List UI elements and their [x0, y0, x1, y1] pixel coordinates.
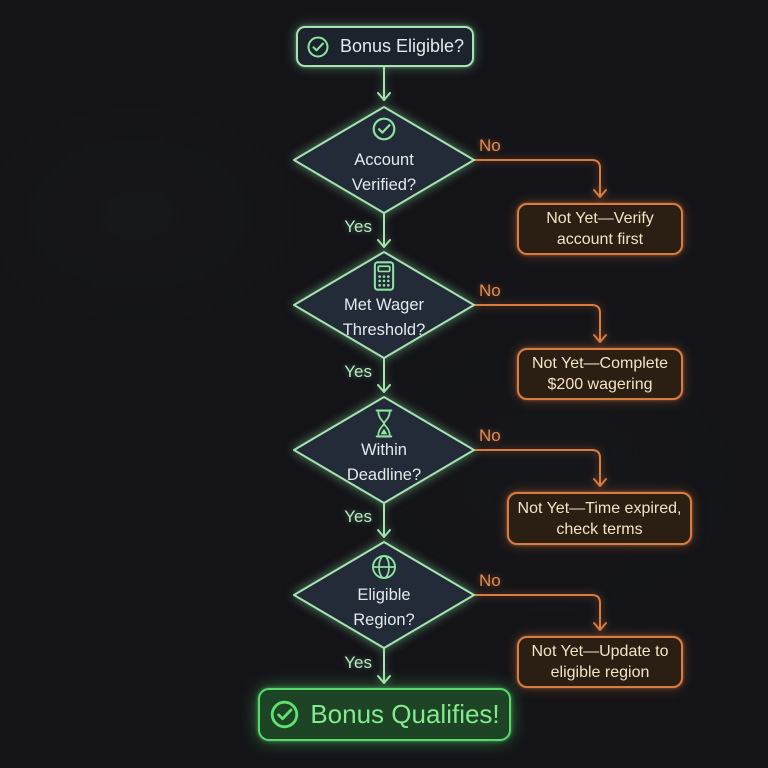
- end-node-label: Bonus Qualifies!: [310, 699, 500, 729]
- no-connector-2: [473, 304, 607, 343]
- question-line: Met Wager: [343, 296, 425, 314]
- no-branch-label-1: No: [479, 136, 501, 155]
- yes-branch-label-4: Yes: [344, 653, 372, 672]
- outcome-box-verify-account: Not Yet—Verify account first: [517, 203, 683, 255]
- decision-diamond-met-wager-threshold: [293, 251, 475, 359]
- calculator-icon: [370, 260, 398, 292]
- outcome-box-update-region: Not Yet—Update to eligible region: [517, 636, 683, 688]
- outcome-line: $200 wagering: [547, 376, 653, 393]
- decision-question-within-deadline: Within Deadline?: [299, 438, 469, 488]
- yes-branch-label-3: Yes: [344, 507, 372, 526]
- decision-question-met-wager-threshold: Met Wager Threshold?: [299, 293, 469, 343]
- no-branch-label-4: No: [479, 571, 501, 590]
- outcome-box-complete-wagering: Not Yet—Complete $200 wagering: [517, 348, 683, 400]
- check-circle-icon: [307, 36, 329, 57]
- question-line: Eligible: [357, 586, 411, 604]
- start-node: Bonus Eligible?: [296, 26, 474, 67]
- check-circle-icon: [371, 116, 397, 142]
- no-branch-label-3: No: [479, 426, 501, 445]
- no-connector-4: [473, 594, 607, 631]
- decision-question-eligible-region: Eligible Region?: [299, 583, 469, 633]
- question-line: Account: [354, 151, 414, 169]
- outcome-line: Not Yet—Time expired,: [517, 499, 682, 517]
- outcome-box-time-expired: Not Yet—Time expired, check terms: [507, 492, 692, 545]
- question-line: Region?: [353, 611, 415, 629]
- outcome-line: Not Yet—Update to: [531, 643, 669, 660]
- decision-diamond-account-verified: [293, 106, 475, 214]
- end-node: Bonus Qualifies!: [258, 688, 511, 741]
- yes-branch-label-1: Yes: [344, 217, 372, 236]
- decision-diamond-within-deadline: [293, 396, 475, 504]
- decision-question-account-verified: Account Verified?: [299, 148, 469, 198]
- question-line: Within: [361, 441, 407, 459]
- no-branch-label-2: No: [479, 281, 501, 300]
- yes-branch-label-2: Yes: [344, 362, 372, 381]
- question-line: Deadline?: [346, 466, 422, 484]
- no-connector-1: [473, 159, 607, 198]
- outcome-line: account first: [556, 231, 644, 248]
- check-circle-icon: [271, 700, 299, 729]
- question-line: Verified?: [351, 176, 417, 194]
- no-connector-3: [473, 449, 607, 487]
- globe-icon: [370, 553, 398, 581]
- decision-diamond-eligible-region: [293, 541, 475, 649]
- start-node-label: Bonus Eligible?: [339, 36, 465, 56]
- outcome-line: Not Yet—Complete: [531, 355, 669, 372]
- hourglass-icon: [372, 408, 396, 439]
- question-line: Threshold?: [342, 321, 426, 339]
- outcome-line: Not Yet—Verify: [546, 210, 654, 227]
- outcome-line: check terms: [556, 520, 643, 538]
- outcome-line: eligible region: [550, 664, 650, 681]
